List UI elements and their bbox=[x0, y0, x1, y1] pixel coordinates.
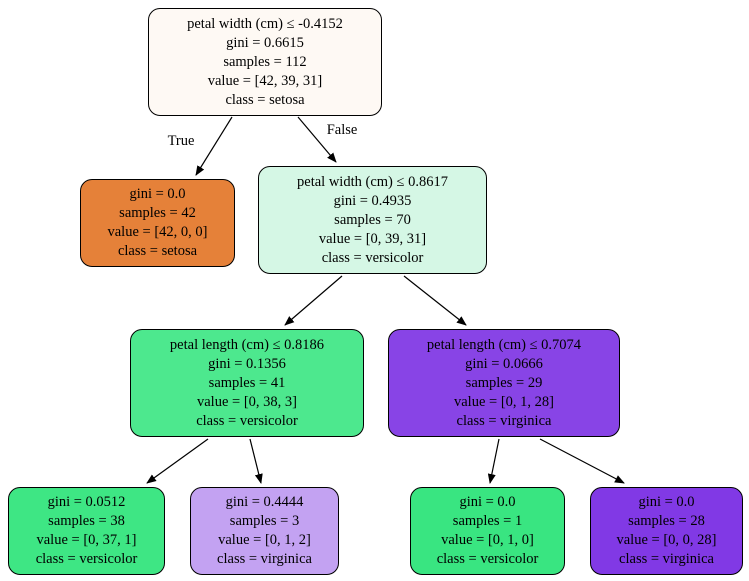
node-virginica-leaf-2: gini = 0.0 samples = 28 value = [0, 0, 2… bbox=[590, 487, 743, 575]
node-root-split: petal width (cm) ≤ -0.4152 gini = 0.6615… bbox=[148, 8, 382, 116]
node-gini: gini = 0.4444 bbox=[225, 494, 304, 510]
node-value: value = [42, 0, 0] bbox=[107, 224, 208, 240]
node-samples: samples = 112 bbox=[223, 53, 307, 70]
node-class: class = setosa bbox=[117, 243, 198, 259]
node-gini: gini = 0.0512 bbox=[47, 494, 126, 510]
node-condition: petal width (cm) ≤ 0.8617 bbox=[297, 173, 448, 190]
node-gini: gini = 0.0666 bbox=[465, 355, 543, 372]
node-gini: gini = 0.1356 bbox=[208, 355, 286, 372]
node-versicolor-leaf-1: gini = 0.0512 samples = 38 value = [0, 3… bbox=[8, 487, 165, 575]
node-samples: samples = 3 bbox=[229, 513, 300, 529]
edge-label-false: False bbox=[326, 122, 358, 138]
node-class: class = versicolor bbox=[436, 551, 539, 567]
node-class: class = virginica bbox=[456, 412, 552, 429]
node-value: value = [0, 37, 1] bbox=[36, 532, 137, 548]
node-gini: gini = 0.4935 bbox=[333, 192, 412, 209]
node-samples: samples = 1 bbox=[452, 513, 523, 529]
node-value: value = [0, 39, 31] bbox=[318, 230, 427, 247]
edge-versicolor-split-2-to-versicolor-leaf-1 bbox=[146, 438, 209, 484]
node-condition: petal length (cm) ≤ 0.8186 bbox=[169, 336, 325, 353]
node-class: class = versicolor bbox=[35, 551, 138, 567]
node-condition: petal length (cm) ≤ 0.7074 bbox=[426, 336, 582, 353]
node-value: value = [0, 1, 28] bbox=[454, 393, 554, 410]
node-value: value = [0, 0, 28] bbox=[616, 532, 717, 548]
edge-label-true: True bbox=[167, 133, 195, 149]
node-class: class = versicolor bbox=[321, 249, 424, 266]
node-gini: gini = 0.0 bbox=[459, 494, 516, 510]
node-value: value = [0, 38, 3] bbox=[197, 393, 297, 410]
node-gini: gini = 0.6615 bbox=[226, 34, 304, 51]
node-value: value = [0, 1, 2] bbox=[218, 532, 311, 548]
edge-virginica-split-to-virginica-leaf-2 bbox=[539, 438, 625, 484]
node-samples: samples = 28 bbox=[628, 513, 705, 529]
node-versicolor-split: petal width (cm) ≤ 0.8617 gini = 0.4935 … bbox=[258, 166, 487, 274]
node-class: class = setosa bbox=[225, 91, 305, 108]
node-class: class = versicolor bbox=[196, 412, 298, 429]
node-virginica-leaf-1: gini = 0.4444 samples = 3 value = [0, 1,… bbox=[190, 487, 339, 575]
node-versicolor-leaf-2: gini = 0.0 samples = 1 value = [0, 1, 0]… bbox=[410, 487, 565, 575]
edge-versicolor-split-2-to-virginica-leaf-1 bbox=[249, 438, 263, 484]
node-value: value = [42, 39, 31] bbox=[207, 72, 323, 89]
node-samples: samples = 42 bbox=[119, 205, 196, 221]
node-gini: gini = 0.0 bbox=[638, 494, 695, 510]
node-samples: samples = 38 bbox=[48, 513, 125, 529]
node-setosa-leaf: gini = 0.0 samples = 42 value = [42, 0, … bbox=[80, 179, 235, 267]
edge-versicolor-split-to-versicolor-split-2 bbox=[284, 275, 343, 326]
node-class: class = virginica bbox=[217, 551, 312, 567]
node-virginica-split: petal length (cm) ≤ 0.7074 gini = 0.0666… bbox=[388, 329, 620, 437]
node-samples: samples = 70 bbox=[334, 211, 411, 228]
edge-virginica-split-to-versicolor-leaf-2 bbox=[487, 438, 500, 484]
edge-versicolor-split-to-virginica-split bbox=[403, 275, 467, 326]
node-gini: gini = 0.0 bbox=[129, 186, 186, 202]
node-versicolor-split-2: petal length (cm) ≤ 0.8186 gini = 0.1356… bbox=[130, 329, 364, 437]
node-samples: samples = 41 bbox=[208, 374, 286, 391]
node-samples: samples = 29 bbox=[465, 374, 543, 391]
node-class: class = virginica bbox=[619, 551, 714, 567]
node-condition: petal width (cm) ≤ -0.4152 bbox=[187, 15, 343, 32]
node-value: value = [0, 1, 0] bbox=[441, 532, 534, 548]
